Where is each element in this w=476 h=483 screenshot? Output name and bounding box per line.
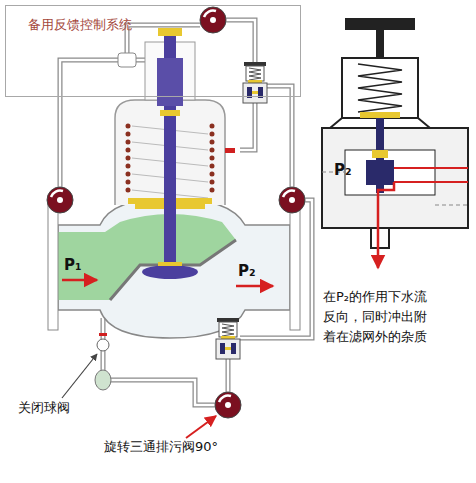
pressure-label: P₂ xyxy=(238,261,256,281)
callout-text: 关闭球阀 xyxy=(18,398,70,418)
ball-valve-filter xyxy=(95,333,111,390)
inset-pilot-detail xyxy=(345,150,435,195)
box-heading: 备用反馈控制系统 xyxy=(28,16,132,34)
valve-bonnet xyxy=(210,126,215,198)
inset-pilot-detail xyxy=(342,58,418,118)
pipe-fitting xyxy=(118,53,136,67)
control-valve-symbol xyxy=(215,392,241,418)
callout-text: 旋转三通排污阀90° xyxy=(104,437,218,457)
valve-stem xyxy=(142,265,198,279)
inset-pilot-detail xyxy=(360,112,400,118)
flow-arrow xyxy=(62,279,97,282)
note-text: 在P₂的作用下水流反向，同时冲出附着在滤网外的杂质 xyxy=(323,287,435,347)
pipe-fitting xyxy=(118,53,136,67)
control-valve-symbol xyxy=(279,187,305,213)
control-valve-symbol xyxy=(47,187,73,213)
leader-line xyxy=(62,354,97,398)
valve-stem xyxy=(142,28,198,279)
pilot-valve xyxy=(216,318,240,359)
group-box: 备用反馈控制系统 xyxy=(5,5,301,97)
inset-pilot-detail xyxy=(372,150,388,158)
inset-pilot-detail xyxy=(371,228,389,248)
inset-pilot-detail xyxy=(345,18,415,30)
inset-pilot-detail xyxy=(366,160,376,185)
inset-pilot-detail xyxy=(384,160,394,185)
valve-body xyxy=(290,205,300,330)
inset-pilot-detail xyxy=(376,30,384,58)
leader-line xyxy=(62,354,97,398)
valve-body xyxy=(58,214,236,300)
flow-arrow xyxy=(236,285,273,288)
ball-valve-filter xyxy=(97,339,109,351)
control-valve-symbol xyxy=(200,7,226,33)
inset-pilot-detail xyxy=(378,182,394,268)
valve-stem xyxy=(158,262,182,266)
inset-pilot-detail xyxy=(394,168,468,182)
ball-valve-filter xyxy=(95,370,111,390)
flow-arrow xyxy=(186,416,216,438)
ball-valve-filter xyxy=(99,333,107,336)
inset-pilot-detail xyxy=(322,18,468,268)
flow-arrow xyxy=(62,280,273,438)
valve-bonnet xyxy=(225,148,235,153)
pressure-label: P₁ xyxy=(64,255,82,275)
control-valve-symbol xyxy=(47,7,305,418)
valve-bonnet xyxy=(126,126,131,198)
pressure-label: P₂ xyxy=(334,160,352,180)
inset-pilot-detail xyxy=(358,64,402,112)
valve-stem xyxy=(158,28,182,36)
valve-stem xyxy=(157,58,183,106)
inset-pilot-detail xyxy=(322,128,468,228)
valve-stem xyxy=(160,110,180,116)
valve-body xyxy=(48,205,58,330)
pilot-valve xyxy=(216,62,267,359)
